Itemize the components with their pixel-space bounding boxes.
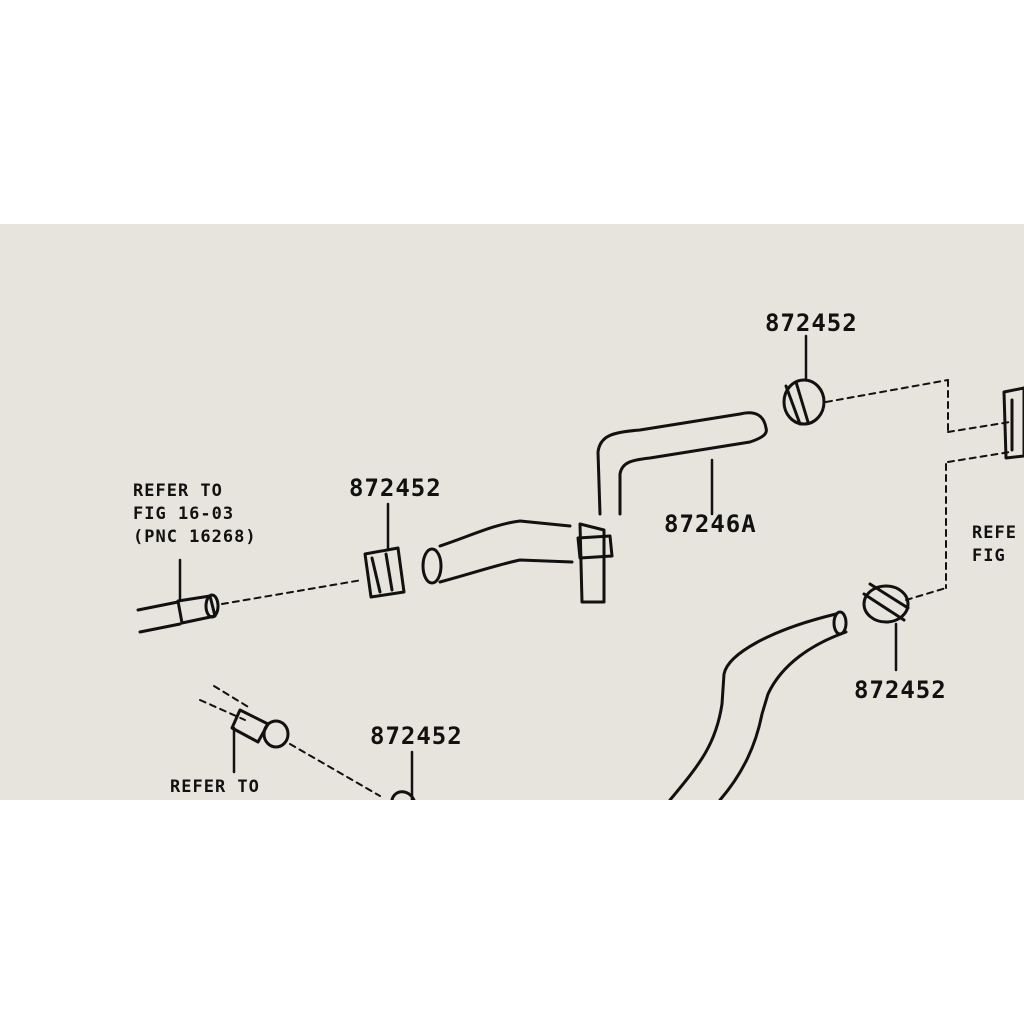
- ref-left-line2: FIG 16-03: [133, 504, 235, 524]
- lower-left-pipe: [199, 685, 381, 797]
- ref-note-bottom: REFER TO: [170, 776, 260, 799]
- short-hose: [438, 519, 574, 584]
- ref-left-line3: (PNC 16268): [133, 527, 257, 547]
- ref-note-left: REFER TO FIG 16-03 (PNC 16268): [133, 480, 257, 549]
- dash-left: [221, 579, 363, 605]
- ref-left-line1: REFER TO: [133, 481, 223, 501]
- clamp-bottom: [390, 790, 416, 800]
- clamp-top: [782, 378, 826, 426]
- diagram-screen: 872452 872452 87246A 872452 872452 REFER…: [0, 224, 1024, 800]
- part-label-clamp-top: 872452: [765, 309, 858, 337]
- main-hose-87246A: [576, 411, 768, 604]
- part-label-clamp-bottom: 872452: [370, 722, 463, 750]
- hose-end-left: [421, 547, 443, 585]
- ref-right-line1: REFE: [972, 523, 1017, 543]
- clamp-right: [862, 582, 910, 624]
- part-label-clamp-right: 872452: [854, 676, 947, 704]
- ref-right-line2: FIG: [972, 546, 1006, 566]
- part-label-clamp-left: 872452: [349, 474, 442, 502]
- left-pipe-stub: [136, 593, 220, 634]
- clamp-left: [363, 546, 406, 599]
- part-label-hose-87246A: 87246A: [664, 510, 757, 538]
- lower-hose: [668, 610, 848, 800]
- ref-note-right: REFE FIG: [972, 522, 1017, 568]
- hose-diagram: [136, 334, 1024, 800]
- right-fitting: [1002, 386, 1024, 460]
- ref-bottom-line1: REFER TO: [170, 777, 260, 797]
